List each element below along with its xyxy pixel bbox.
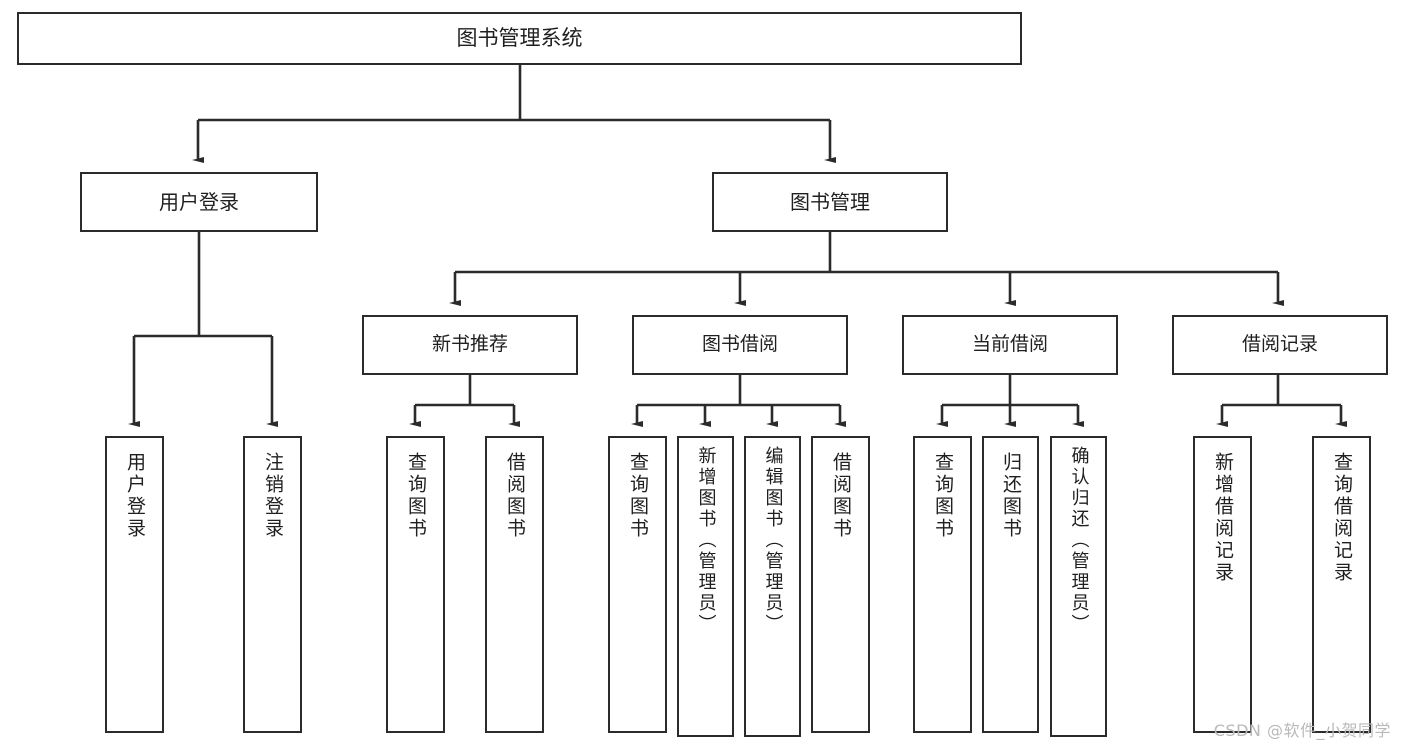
- node-label: 图书管理: [790, 189, 870, 214]
- leaf-confirm-return-admin[interactable]: 确认归还（管理员）: [1050, 436, 1107, 737]
- leaf-query-book-recommend[interactable]: 查询图书: [386, 436, 445, 733]
- leaf-add-borrow-record[interactable]: 新增借阅记录: [1193, 436, 1252, 733]
- node-label: 借阅图书: [504, 452, 526, 540]
- node-new-book-recommend[interactable]: 新书推荐: [362, 315, 578, 375]
- node-book-management[interactable]: 图书管理: [712, 172, 948, 232]
- node-root-system[interactable]: 图书管理系统: [17, 12, 1022, 65]
- node-label: 编辑图书（管理员）: [762, 446, 784, 635]
- node-label: 查询图书: [627, 452, 649, 540]
- leaf-edit-book-admin[interactable]: 编辑图书（管理员）: [744, 436, 801, 737]
- node-label: 新增借阅记录: [1212, 452, 1234, 584]
- leaf-query-book-current[interactable]: 查询图书: [913, 436, 972, 733]
- watermark-text: CSDN @软件_小贺同学: [1213, 721, 1391, 740]
- leaf-return-book[interactable]: 归还图书: [982, 436, 1039, 733]
- node-book-borrow[interactable]: 图书借阅: [632, 315, 848, 375]
- leaf-borrow-book-recommend[interactable]: 借阅图书: [485, 436, 544, 733]
- node-label: 图书借阅: [701, 333, 778, 356]
- node-label: 新增图书（管理员）: [695, 446, 717, 635]
- node-current-borrow[interactable]: 当前借阅: [902, 315, 1118, 375]
- node-label: 用户登录: [159, 189, 239, 214]
- leaf-borrow-book[interactable]: 借阅图书: [811, 436, 870, 733]
- node-label: 查询图书: [405, 452, 427, 540]
- node-label: 借阅记录: [1241, 333, 1318, 356]
- node-label: 注销登录: [262, 452, 284, 540]
- node-label: 归还图书: [1000, 452, 1022, 540]
- leaf-user-login[interactable]: 用户登录: [105, 436, 164, 733]
- node-label: 用户登录: [124, 452, 146, 540]
- node-label: 当前借阅: [971, 333, 1048, 356]
- node-label: 确认归还（管理员）: [1068, 446, 1090, 635]
- node-label: 借阅图书: [830, 452, 852, 540]
- leaf-query-book-borrow[interactable]: 查询图书: [608, 436, 667, 733]
- node-label: 查询图书: [932, 452, 954, 540]
- node-label: 图书管理系统: [456, 26, 583, 51]
- node-label: 新书推荐: [431, 333, 508, 356]
- leaf-query-borrow-record[interactable]: 查询借阅记录: [1312, 436, 1371, 733]
- node-borrow-record[interactable]: 借阅记录: [1172, 315, 1388, 375]
- node-user-login[interactable]: 用户登录: [80, 172, 318, 232]
- leaf-logout-login[interactable]: 注销登录: [243, 436, 302, 733]
- leaf-add-book-admin[interactable]: 新增图书（管理员）: [677, 436, 734, 737]
- node-label: 查询借阅记录: [1331, 452, 1353, 584]
